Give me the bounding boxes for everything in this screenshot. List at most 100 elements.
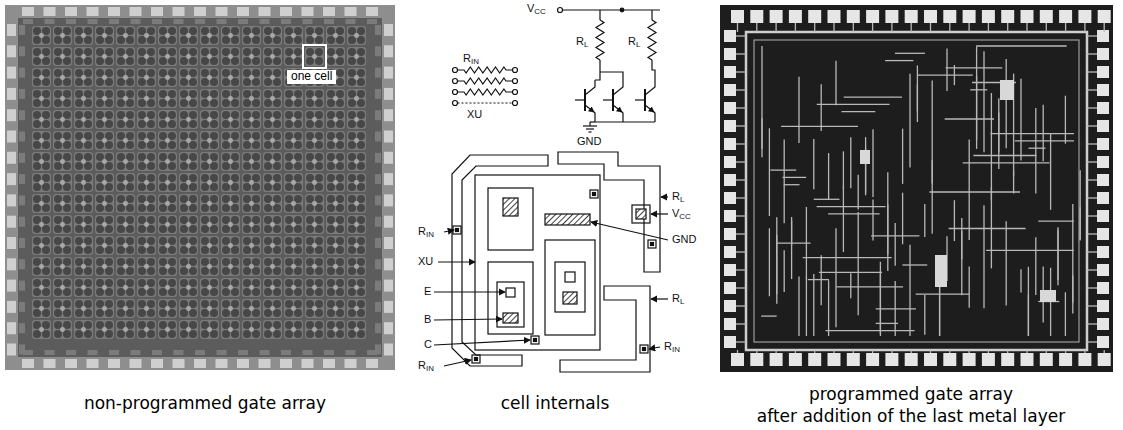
gate-array-cell — [357, 204, 365, 212]
unprogrammed-die-photo — [109, 19, 119, 24]
gate-array-cell — [95, 236, 114, 255]
gate-array-cell — [189, 69, 197, 77]
gate-array-cell — [315, 288, 323, 296]
gate-array-cell — [54, 279, 62, 287]
gate-array-cell — [312, 222, 317, 227]
gate-array-cell — [210, 111, 218, 119]
gate-array-cell — [105, 309, 113, 317]
gate-array-cell — [200, 68, 219, 87]
gate-array-cell — [158, 152, 177, 171]
gate-array-cell — [95, 173, 114, 192]
gate-array-cell — [189, 195, 197, 203]
gate-array-cell — [264, 174, 272, 182]
programmed-die-photo — [847, 353, 860, 366]
gate-array-cell — [270, 117, 275, 122]
gate-array-cell — [74, 89, 93, 108]
programmed-die-photo — [982, 10, 995, 23]
gate-array-cell — [306, 237, 314, 245]
gate-array-cell — [222, 183, 230, 191]
gate-array-cell — [354, 159, 359, 164]
gate-array-cell — [168, 57, 176, 65]
gate-array-cell — [284, 173, 303, 192]
gate-array-cell — [60, 327, 65, 332]
gate-array-cell — [165, 54, 170, 59]
gate-array-cell — [315, 57, 323, 65]
gate-array-cell — [207, 327, 212, 332]
gate-array-cell — [315, 48, 323, 56]
metal-wire — [736, 143, 746, 144]
gate-array-cell — [95, 194, 114, 213]
gate-array-cell — [42, 90, 50, 98]
gate-array-cell — [186, 117, 191, 122]
gate-array-cell — [210, 204, 218, 212]
gate-array-cell — [243, 309, 251, 317]
gate-array-cell — [294, 153, 302, 161]
gate-array-cell — [221, 299, 240, 318]
gate-array-cell — [270, 180, 275, 185]
gate-array-cell — [60, 33, 65, 38]
gate-array-cell — [327, 111, 335, 119]
gate-array-cell — [285, 330, 293, 338]
gate-array-cell — [327, 90, 335, 98]
gate-array-cell — [243, 321, 251, 329]
unprogrammed-die-photo — [216, 7, 228, 16]
gate-array-cell — [116, 173, 135, 192]
gate-array-cell — [327, 132, 335, 140]
gate-array-cell — [137, 257, 156, 276]
gate-array-cell — [84, 309, 92, 317]
gate-array-cell — [252, 48, 260, 56]
gate-array-cell — [357, 279, 365, 287]
gate-array-cell — [273, 216, 281, 224]
gate-array-cell — [159, 162, 167, 170]
gate-array-cell — [306, 195, 314, 203]
gate-array-cell — [159, 330, 167, 338]
gate-array-cell — [32, 278, 51, 297]
gate-array-cell — [159, 246, 167, 254]
unprogrammed-die-photo — [7, 258, 16, 270]
gate-array-cell — [210, 162, 218, 170]
gate-array-cell — [326, 257, 345, 276]
metal-wire — [1046, 350, 1047, 353]
gate-array-cell — [291, 96, 296, 101]
unprogrammed-die-photo — [65, 359, 77, 368]
gate-array-cell — [306, 225, 314, 233]
gate-array-cell — [201, 48, 209, 56]
gate-array-cell — [305, 131, 324, 150]
gate-array-cell — [348, 330, 356, 338]
gate-array-cell — [252, 195, 260, 203]
gate-array-cell — [147, 57, 155, 65]
programmed-die-photo — [808, 10, 821, 23]
programmed-die-photo — [866, 353, 879, 366]
gate-array-cell — [75, 57, 83, 65]
gate-array-cell — [186, 306, 191, 311]
gate-array-cell — [243, 27, 251, 35]
gate-array-cell — [249, 54, 254, 59]
gate-array-cell — [63, 90, 71, 98]
gate-array-cell — [291, 264, 296, 269]
metal-wire — [736, 269, 746, 270]
gate-array-cell — [42, 69, 50, 77]
gate-array-cell — [242, 173, 261, 192]
gate-array-cell — [126, 36, 134, 44]
gate-array-cell — [189, 57, 197, 65]
unprogrammed-die-photo — [87, 7, 99, 16]
metal-wire — [736, 161, 746, 162]
gate-array-cell — [81, 222, 86, 227]
metal-wire — [1087, 107, 1097, 108]
gate-array-cell — [222, 267, 230, 275]
unprogrammed-die-photo — [375, 68, 381, 78]
programmed-die-photo — [1021, 10, 1034, 23]
gate-array-cell — [84, 57, 92, 65]
gate-array-cell — [75, 321, 83, 329]
gate-array-cell — [105, 195, 113, 203]
programmed-die-photo — [746, 32, 1087, 350]
gate-array-cell — [63, 195, 71, 203]
gate-array-cell — [165, 117, 170, 122]
gate-array-cell — [75, 258, 83, 266]
gate-array-cell — [180, 99, 188, 107]
gate-array-cell — [327, 36, 335, 44]
gate-array-cell — [33, 48, 41, 56]
gate-array-cell — [168, 99, 176, 107]
metal-wire — [891, 23, 892, 32]
gate-array-cell — [221, 320, 240, 339]
